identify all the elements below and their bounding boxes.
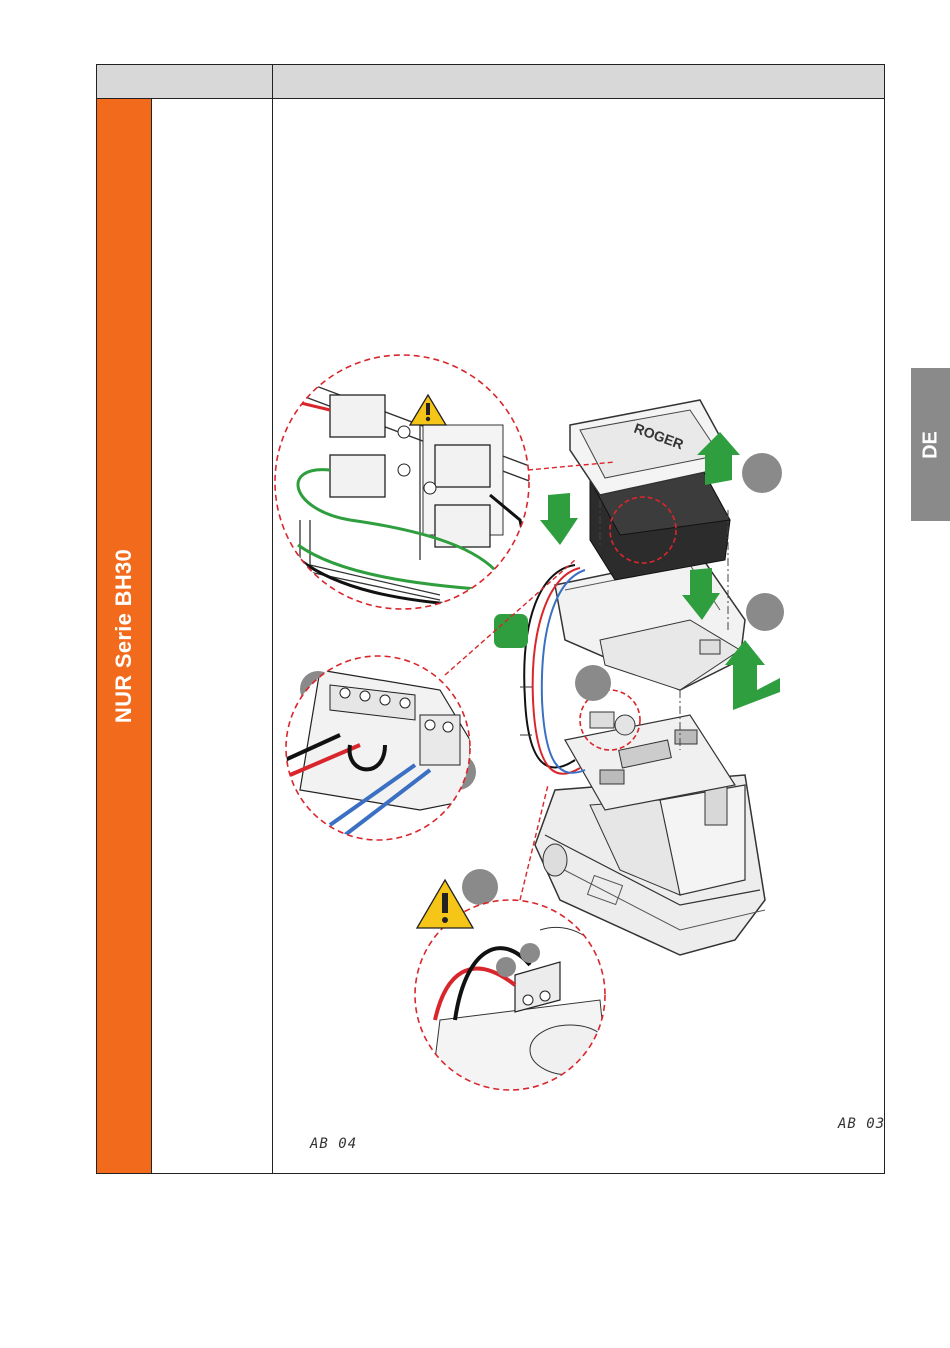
step-marker-icon — [746, 593, 784, 631]
detail-terminal-block — [285, 656, 470, 840]
step-badge-green — [494, 614, 528, 648]
arrow-down-icon — [540, 493, 578, 545]
step-marker-icon — [575, 665, 611, 701]
detail-battery-terminals — [275, 355, 540, 609]
step-marker-icon — [742, 453, 782, 493]
figure-code-secondary: AB 04 — [310, 1136, 357, 1152]
figure-code-primary: AB 03 — [838, 1116, 885, 1132]
step-marker-icon — [462, 869, 498, 905]
detail-power-connector — [415, 880, 610, 1100]
